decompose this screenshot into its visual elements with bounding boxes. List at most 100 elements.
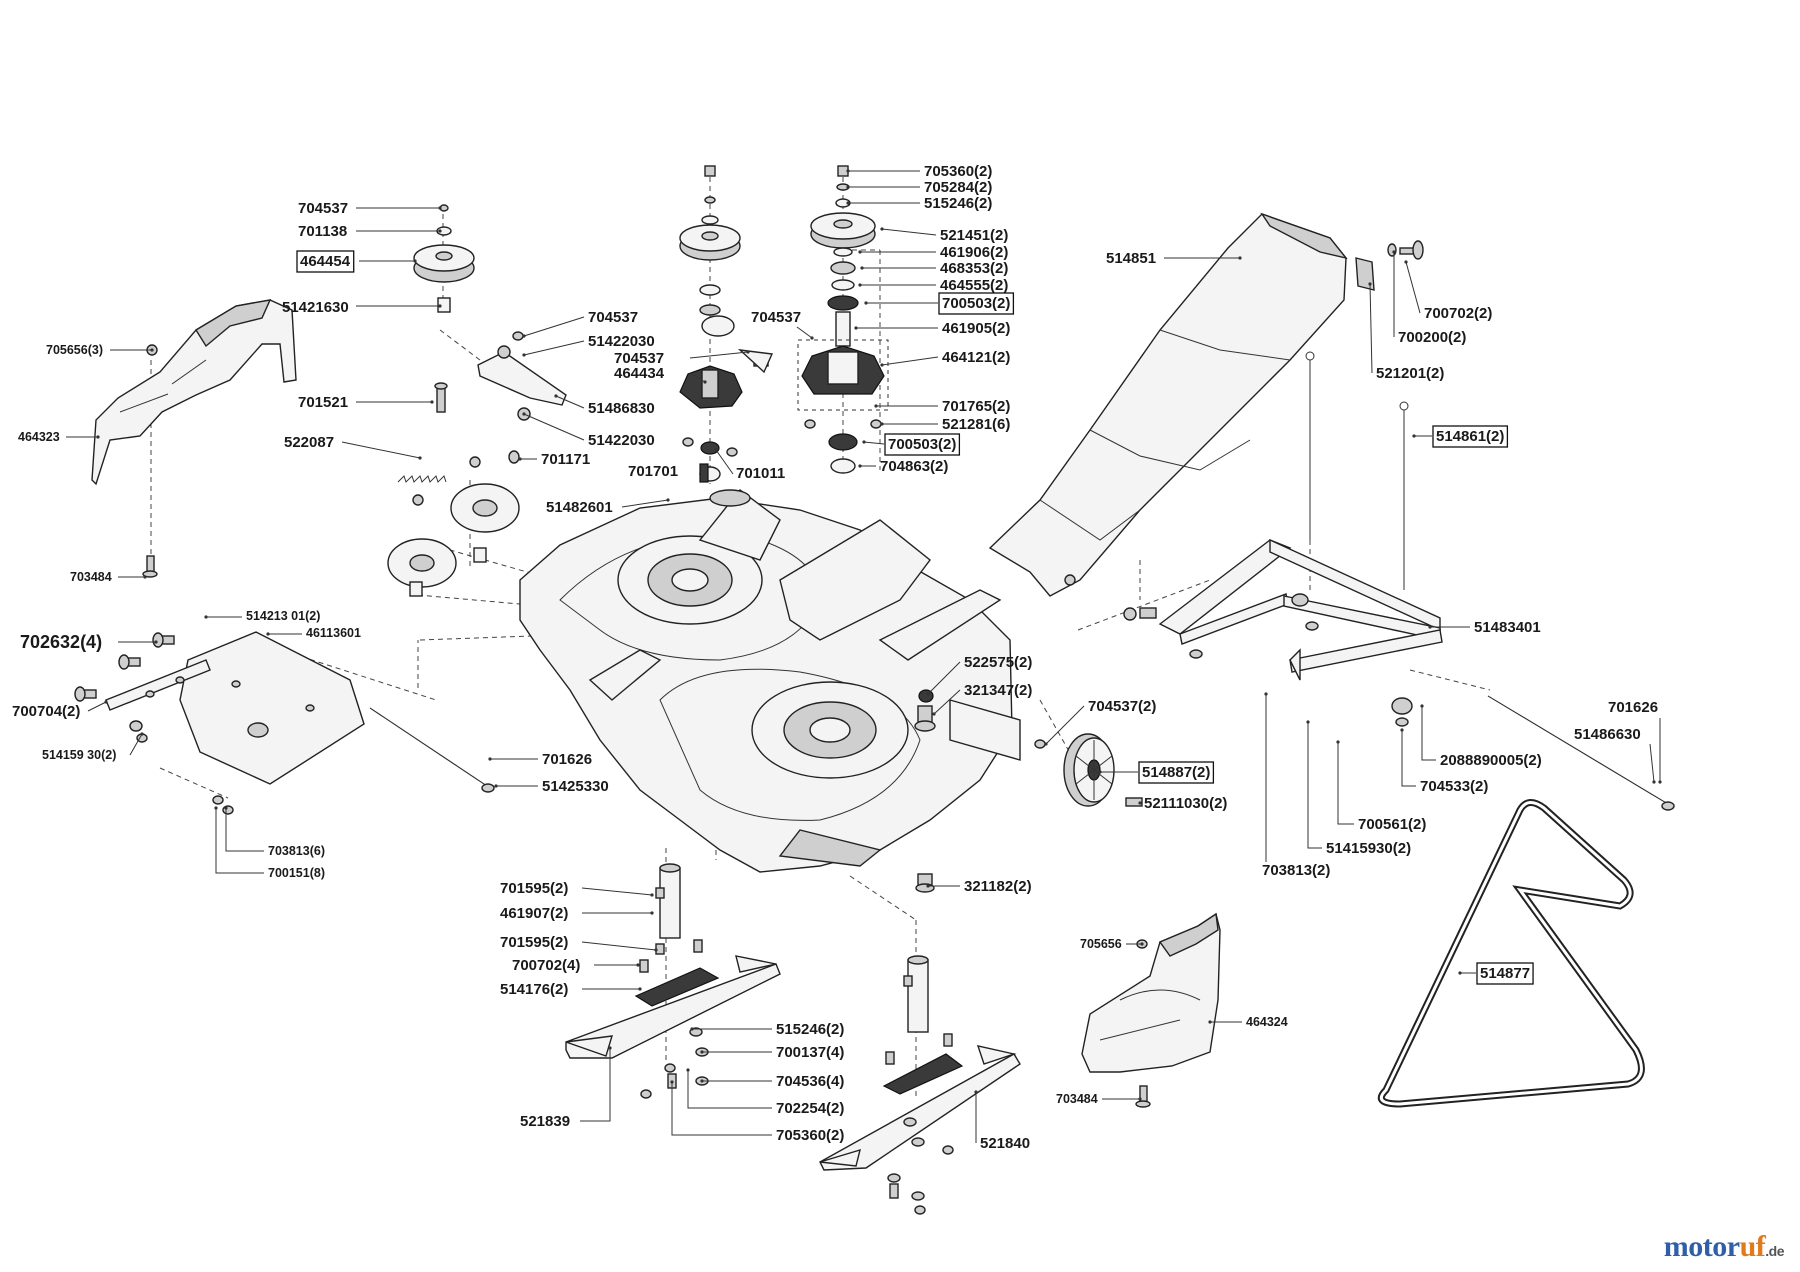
leader-dot [1140, 942, 1144, 946]
leader-dot [1412, 434, 1416, 438]
leader-line [933, 689, 961, 715]
leader-dot [143, 575, 147, 579]
leader-dot [926, 692, 930, 696]
chute-hardware [1355, 240, 1424, 291]
leader-dot [1458, 971, 1462, 975]
leader-line [581, 887, 653, 896]
part-callout: 704863(2) [858, 458, 948, 475]
leader-dot [1368, 282, 1372, 286]
leader-line [689, 372, 706, 383]
leader-dot [858, 250, 862, 254]
part-number-label: 701521 [298, 394, 348, 411]
leader-dot [224, 806, 228, 810]
part-number-label: 521840 [980, 1135, 1030, 1152]
part-number-label: 704537 [588, 309, 638, 326]
part-number-label: 514176(2) [500, 981, 568, 998]
leader-dot [418, 456, 422, 460]
part-callout: 464121(2) [880, 349, 1010, 367]
part-number-label: 701011 [736, 465, 785, 482]
part-number-label: 521839 [520, 1113, 570, 1130]
part-number-label: 701765(2) [942, 398, 1010, 415]
part-number-label: 704537 [751, 309, 801, 326]
drive-belt [1377, 799, 1645, 1108]
lift-frame [1123, 538, 1443, 727]
leader-line [1337, 742, 1354, 825]
part-number-label: 51421630 [282, 299, 349, 316]
part-callout: 704537 [751, 309, 814, 340]
part-number-label: 522087 [284, 434, 334, 451]
leader-dot [670, 1080, 674, 1084]
part-callout: 700200(2) [1392, 250, 1466, 346]
part-number-label: 51483401 [1474, 619, 1541, 636]
leader-dot [154, 640, 158, 644]
part-number-label: 521451(2) [940, 227, 1008, 244]
part-callout: 701011 [714, 448, 785, 482]
part-number-label: 515246(2) [924, 195, 992, 212]
leader-line [715, 449, 734, 475]
leader-dot [1264, 692, 1268, 696]
leader-dot [846, 201, 850, 205]
spindle-pulley-right [797, 165, 889, 474]
part-number-label: 704537(2) [1088, 698, 1156, 715]
leader-dot [1428, 625, 1432, 629]
part-number-label: 701701 [628, 463, 678, 480]
leader-dot [488, 757, 492, 761]
leader-dot [810, 336, 814, 340]
part-number-label: 51486630 [1574, 726, 1641, 743]
leader-dot [703, 380, 707, 384]
leader-line [1649, 743, 1655, 783]
leader-dot [686, 1068, 690, 1072]
part-number-label: 701171 [541, 451, 590, 468]
part-number-label: 51482601 [546, 499, 613, 516]
axle-rod-right [1487, 695, 1675, 811]
part-callout: 464323 [18, 430, 100, 444]
part-number-label: 703484 [70, 570, 112, 584]
leader-dot [650, 911, 654, 915]
deck-wheel [1034, 733, 1143, 807]
part-number-label: 705360(2) [776, 1127, 844, 1144]
part-callout: 705284(2) [846, 179, 992, 196]
label-box [1138, 761, 1215, 784]
part-callout: 521839 [520, 1046, 612, 1130]
part-callout: 321347(2) [932, 682, 1032, 716]
pulley-464454 [413, 204, 475, 313]
leader-line [341, 441, 421, 459]
part-number-label: 700702(2) [1424, 305, 1492, 322]
part-callout: 704533(2) [1400, 728, 1488, 795]
leader-dot [880, 363, 884, 367]
leader-dot [438, 206, 442, 210]
leader-line [1369, 283, 1373, 374]
part-callout: 701171 [518, 451, 590, 468]
part-callout: 700151(8) [214, 806, 325, 880]
leader-line [687, 1070, 772, 1109]
part-callout: 514213 01(2) [204, 609, 320, 623]
part-number-label: 464434 [614, 365, 665, 382]
label-box [1432, 425, 1509, 448]
part-number-label: 700561(2) [1358, 816, 1426, 833]
part-number-label: 700503(2) [942, 295, 1010, 312]
leader-dot [518, 457, 522, 461]
label-box [296, 250, 355, 273]
part-callout: 702254(2) [686, 1068, 844, 1117]
part-callout: 705360(2) [670, 1080, 844, 1144]
part-callout: 51482601 [546, 498, 670, 516]
part-callout: 461905(2) [854, 320, 1010, 337]
part-number-label: 701626 [1608, 699, 1658, 716]
leader-dot [854, 326, 858, 330]
leader-dot [150, 348, 154, 352]
part-number-label: 704863(2) [880, 458, 948, 475]
leader-dot [1238, 256, 1242, 260]
leader-dot [1208, 1020, 1212, 1024]
leader-dot [1400, 728, 1404, 732]
brand-part-tld: .de [1765, 1243, 1784, 1259]
leader-line [1045, 705, 1085, 745]
part-callout: 705656 [1080, 937, 1144, 951]
part-callout: 521451(2) [880, 227, 1008, 244]
part-number-label: 701138 [298, 223, 347, 240]
part-callout: 464555(2) [858, 277, 1008, 294]
part-callout: 521840 [974, 1090, 1030, 1152]
leader-line [796, 326, 813, 339]
part-callout: 51425330 [494, 778, 609, 795]
part-number-label: 705656(3) [46, 343, 103, 357]
part-callout: 700503(2) [862, 433, 961, 456]
